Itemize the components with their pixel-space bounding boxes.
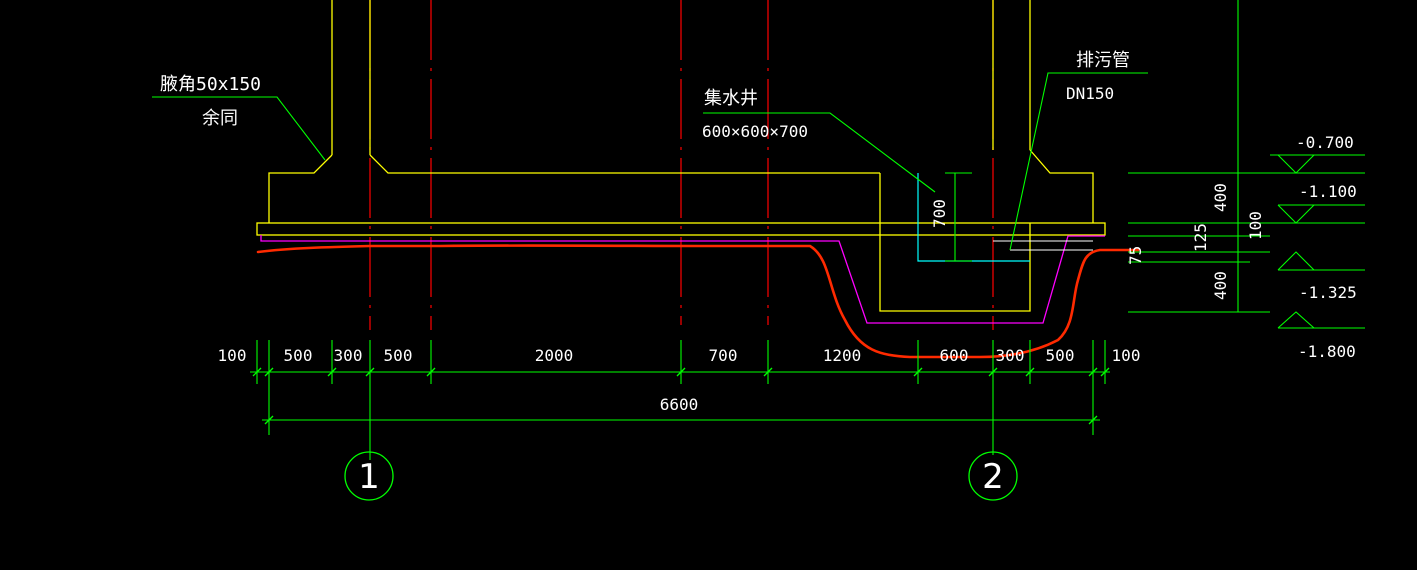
dim-label: 100	[218, 346, 247, 365]
slab-top-left	[369, 154, 880, 174]
elevation-label: -1.800	[1298, 342, 1356, 361]
axis-bubble-2[interactable]	[968, 451, 1018, 501]
elevation-dims	[1128, 0, 1365, 329]
sump-depth-dim	[945, 172, 972, 262]
structure-outline	[256, 0, 1106, 312]
haunch-leader	[152, 96, 326, 161]
dim-label: 1200	[823, 346, 862, 365]
dim-label: 100	[1112, 346, 1141, 365]
axis-label-1: 1	[358, 457, 380, 497]
total-dim-label: 6600	[660, 395, 699, 414]
elevation-label: -1.100	[1299, 182, 1357, 201]
sump-label: 集水井	[704, 88, 758, 109]
dim-label: 600	[940, 346, 969, 365]
sump-leader	[703, 112, 936, 193]
left-haunch	[268, 154, 333, 223]
dim-label: 300	[334, 346, 363, 365]
sewer-size: DN150	[1066, 84, 1114, 103]
dimension-labels: 100 500 300 500 2000 700 1200 600 300 50…	[218, 346, 1141, 414]
haunch-label: 腋角50x150	[160, 74, 261, 95]
sewer-leader	[1009, 72, 1148, 251]
sump-size: 600×600×700	[702, 122, 808, 141]
sump-depth-label: 700	[930, 199, 949, 228]
markup-redline	[256, 244, 1140, 359]
dim-label: 700	[709, 346, 738, 365]
axis-bubbles	[344, 451, 1018, 501]
right-dim-label: 75	[1126, 246, 1145, 265]
haunch-note: 余同	[202, 108, 238, 129]
axis-bubble-1[interactable]	[344, 451, 394, 501]
dim-label: 300	[996, 346, 1025, 365]
leader-lines	[152, 72, 1148, 251]
right-dim-label: 400	[1211, 183, 1230, 212]
right-dim-label: 400	[1211, 271, 1230, 300]
right-dim-label: 125	[1191, 223, 1210, 252]
dimension-lines	[250, 340, 1110, 460]
axis-label-2: 2	[982, 457, 1004, 497]
dim-label: 500	[384, 346, 413, 365]
sewer-label: 排污管	[1076, 50, 1130, 71]
sump-pit	[879, 173, 1031, 312]
dim-label: 500	[1046, 346, 1075, 365]
dim-label: 2000	[535, 346, 574, 365]
right-dim-label: 100	[1246, 211, 1265, 240]
dim-label: 500	[284, 346, 313, 365]
elevation-label: -0.700	[1296, 133, 1354, 152]
elevation-label: -1.325	[1299, 283, 1357, 302]
right-haunch	[1029, 149, 1094, 223]
sump-inner	[917, 173, 1030, 262]
waterproof-layer	[260, 235, 1105, 324]
pipe-marks	[993, 240, 1093, 251]
cushion-layer	[256, 222, 1106, 236]
